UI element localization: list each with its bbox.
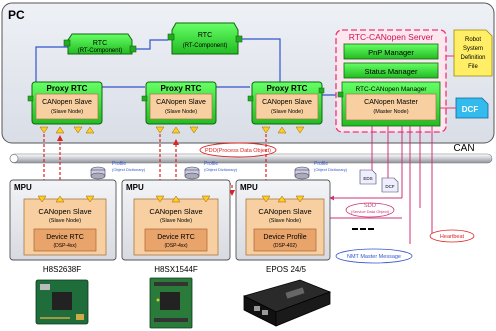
- robot-file-line-1: Robot: [465, 37, 481, 43]
- proxy-1-sub: (Slave Node): [51, 109, 83, 115]
- canopen-master: CANopen Master: [364, 99, 418, 106]
- rtc-canopen-server: RTC-CANopen Server PnP Manager Status Ma…: [335, 29, 447, 133]
- rtc-component-1: RTC (RT-Component): [63, 33, 137, 55]
- profile-disk-3: Profile (Object Dictionary): [294, 161, 348, 180]
- proxy-2-sub: (Slave Node): [165, 109, 197, 115]
- mpu-3-title: MPU: [240, 183, 258, 192]
- mpu-3-slave-sub: (Slave Node): [269, 218, 301, 224]
- mpu-1-slave: CANopen Slave: [38, 207, 91, 216]
- server-title: RTC-CANopen Server: [349, 32, 434, 42]
- mpu-3-device: Device Profile: [263, 234, 306, 241]
- sdo-label: SDO: [364, 203, 377, 209]
- robot-system-definition-file-icon: Robot System Definition File: [453, 29, 493, 77]
- rtc-2-name: RTC: [198, 32, 212, 39]
- nmt-dashes: [352, 228, 374, 230]
- proxy-3-title: Proxy RTC: [267, 84, 308, 93]
- mpu-2-slave-sub: (Slave Node): [160, 218, 192, 224]
- rtc-1-sub: (RT-Component): [78, 48, 123, 54]
- mpu-1-device-sub: (DSP-4xx): [53, 243, 76, 249]
- board-1-label: H8S2638F: [43, 265, 81, 274]
- nmt-annotation: NMT Master Message: [335, 248, 413, 264]
- pnp-manager: PnP Manager: [368, 48, 414, 57]
- rtc-canopen-manager: RTC-CANopen Manager: [355, 86, 427, 93]
- proxy-1-title: Proxy RTC: [47, 84, 88, 93]
- mpu-1-device: Device RTC: [46, 234, 84, 241]
- board-3-label: EPOS 24/5: [266, 265, 307, 274]
- profile-disk-1: Profile (Object Dictionary): [90, 161, 146, 180]
- pdo-annotation: PDO(Process Data Object): [199, 142, 277, 158]
- mpu-1-slave-sub: (Slave Node): [49, 218, 81, 224]
- profile-3-label: Profile: [314, 161, 328, 167]
- proxy-1-slave: CANopen Slave: [42, 99, 92, 106]
- mpu-2-slave: CANopen Slave: [149, 207, 202, 216]
- proxy-rtc-1: Proxy RTC CANopen Slave (Slave Node): [27, 81, 103, 134]
- robot-file-line-3: Definition: [460, 55, 485, 61]
- mpu-3-slave: CANopen Slave: [258, 207, 311, 216]
- mpu-box-3: MPU CANopen Slave (Slave Node) Device Pr…: [235, 179, 331, 261]
- mpu-2-device: Device RTC: [157, 234, 195, 241]
- mpu-1-title: MPU: [14, 183, 32, 192]
- dcf-file-icon: DCF: [455, 97, 489, 119]
- server-links: [371, 126, 433, 244]
- board-h8sx1544f-image: [149, 277, 193, 329]
- proxy-3-slave: CANopen Slave: [262, 99, 312, 106]
- eds-file-icon: EDS: [359, 169, 377, 185]
- heartbeat-annotation: Heartbeat: [429, 229, 475, 243]
- profile-1-label: Profile: [112, 161, 126, 167]
- proxy-rtc-3: Proxy RTC CANopen Slave (Slave Node): [247, 81, 325, 134]
- proxy-rtc-2: Proxy RTC CANopen Slave (Slave Node): [141, 81, 217, 134]
- proxy-2-slave: CANopen Slave: [156, 99, 206, 106]
- canopen-master-sub: (Master Node): [373, 109, 408, 115]
- can-label: CAN: [453, 143, 474, 154]
- dcf-label: DCF: [462, 105, 479, 114]
- profile-disk-2: Profile (Object Dictionary): [184, 161, 238, 180]
- profile-3-sub: (Object Dictionary): [314, 167, 348, 172]
- sdo-annotation: SDO (Service Data Object): [329, 195, 402, 219]
- pdo-label: PDO(Process Data Object): [205, 148, 271, 154]
- profile-2-label: Profile: [204, 161, 218, 167]
- dcf-small-file-icon: DCF: [381, 177, 399, 193]
- robot-file-line-2: System: [463, 46, 483, 52]
- rtc-1-name: RTC: [93, 40, 107, 47]
- profile-1-sub: (Object Dictionary): [112, 167, 146, 172]
- mpu-2-title: MPU: [126, 183, 144, 192]
- pc-title: PC: [8, 8, 25, 22]
- mpu-box-1: MPU CANopen Slave (Slave Node) Device RT…: [9, 179, 117, 261]
- proxy-2-title: Proxy RTC: [161, 84, 202, 93]
- robot-file-line-4: File: [468, 64, 478, 70]
- mpu-3-device-sub: (DSP-402): [273, 243, 297, 249]
- status-manager: Status Manager: [365, 67, 418, 76]
- board-epos-image: [242, 279, 332, 327]
- dcf-small-label: DCF: [385, 184, 394, 189]
- rtc-2-sub: (RT-Component): [183, 43, 228, 49]
- board-2-label: H8SX1544F: [154, 265, 198, 274]
- proxy-3-sub: (Slave Node): [271, 109, 303, 115]
- mpu-2-device-sub: (DSP-4xx): [164, 243, 187, 249]
- board-h8s2638f-image: [35, 279, 89, 325]
- nmt-label: NMT Master Message: [347, 254, 401, 260]
- eds-label: EDS: [363, 176, 372, 181]
- rtc-component-2: RTC (RT-Component): [167, 22, 243, 55]
- profile-2-sub: (Object Dictionary): [204, 167, 238, 172]
- mpu-box-2: MPU CANopen Slave (Slave Node) Device RT…: [121, 179, 231, 261]
- sdo-sub: (Service Data Object): [351, 209, 390, 214]
- heartbeat-label: Heartbeat: [440, 234, 465, 240]
